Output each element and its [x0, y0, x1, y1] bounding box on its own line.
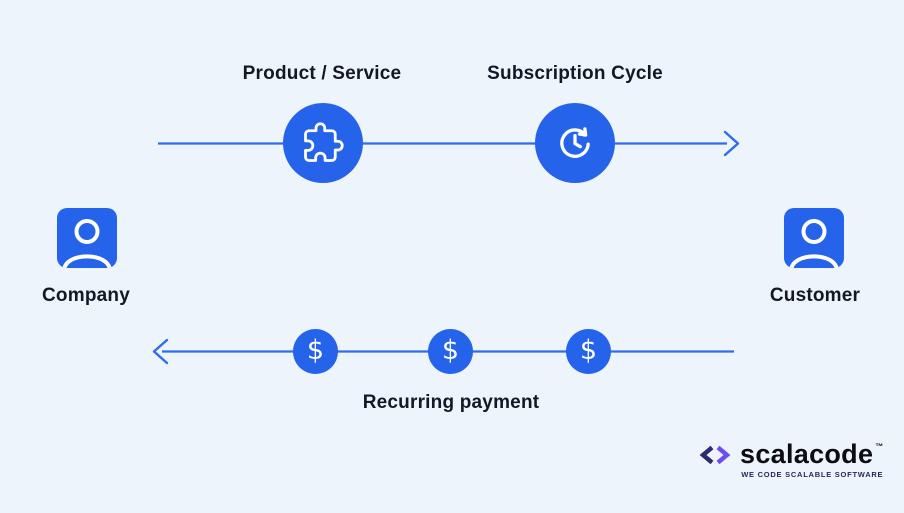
payment-node-2: $	[428, 329, 473, 374]
product-service-label: Product / Service	[242, 63, 402, 84]
right-arrowhead-icon	[723, 130, 740, 157]
code-brackets-icon	[697, 443, 735, 467]
puzzle-icon	[302, 122, 344, 164]
subscription-cycle-label: Subscription Cycle	[487, 63, 663, 84]
product-service-node	[283, 103, 363, 183]
company-avatar	[57, 208, 117, 268]
dollar-icon: $	[579, 335, 598, 366]
recurring-payment-label: Recurring payment	[362, 392, 540, 413]
person-icon	[57, 208, 117, 268]
subscription-cycle-node	[535, 103, 615, 183]
logo-tagline: WE CODE SCALABLE SOFTWARE	[741, 470, 884, 479]
person-icon	[784, 208, 844, 268]
payment-node-3: $	[566, 329, 611, 374]
trademark-symbol: ™	[875, 442, 884, 451]
left-arrowhead-icon	[152, 338, 169, 365]
customer-label: Customer	[769, 285, 861, 306]
customer-avatar	[784, 208, 844, 268]
payment-node-1: $	[293, 329, 338, 374]
scalacode-logo: scalacode ™ WE CODE SCALABLE SOFTWARE	[697, 441, 883, 479]
clock-refresh-icon	[553, 121, 597, 165]
dollar-icon: $	[441, 335, 460, 366]
company-label: Company	[42, 285, 130, 306]
logo-wordmark: scalacode	[740, 439, 874, 469]
dollar-icon: $	[306, 335, 325, 366]
